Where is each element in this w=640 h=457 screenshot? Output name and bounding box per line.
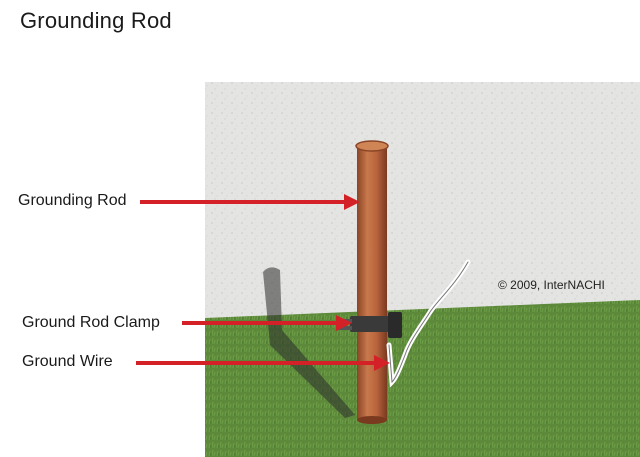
grass-ground — [205, 300, 640, 457]
label-ground-rod-clamp: Ground Rod Clamp — [22, 314, 160, 331]
arrow-ground-wire — [136, 355, 390, 371]
copyright-notice: © 2009, InterNACHI — [498, 278, 605, 292]
grounding-rod — [357, 146, 387, 420]
label-ground-wire: Ground Wire — [22, 353, 113, 370]
arrow-ground-rod-clamp — [182, 315, 352, 331]
diagram-title: Grounding Rod — [20, 8, 172, 33]
rod-shadow — [263, 267, 355, 418]
label-grounding-rod: Grounding Rod — [18, 192, 127, 209]
rod-top-cap — [355, 140, 389, 152]
arrow-grounding-rod — [140, 194, 360, 210]
